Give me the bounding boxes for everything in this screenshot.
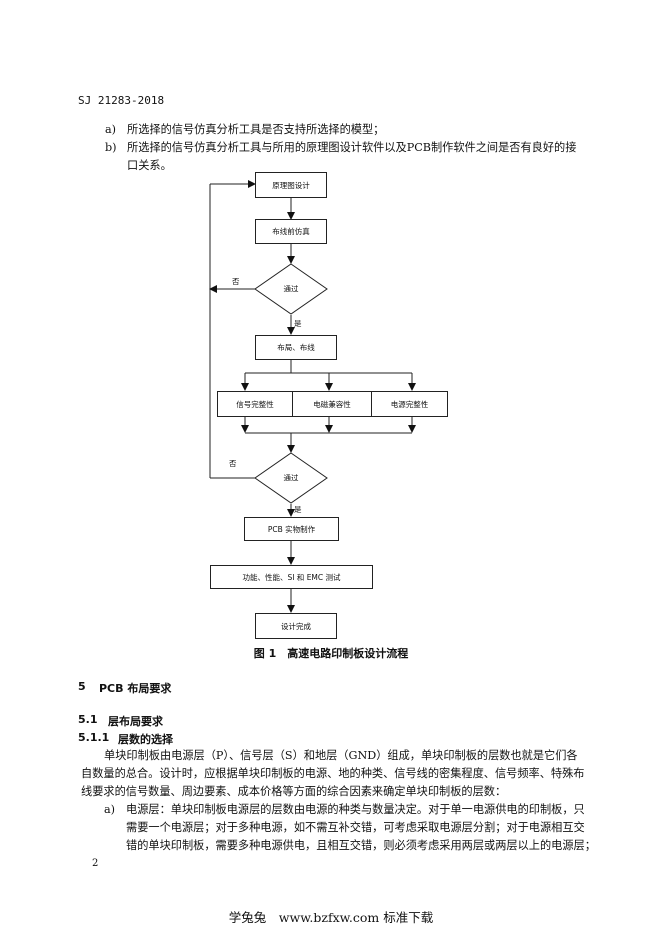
list-item-text: 所选择的信号仿真分析工具是否支持所选择的模型； [127, 123, 385, 136]
paragraph-line: 单块印制板由电源层（P）、信号层（S）和地层（GND）组成，单块印制板的层数也就… [104, 749, 578, 762]
list-marker: b) [105, 141, 117, 154]
subsection-title: 层布局要求 [108, 715, 163, 728]
subsubsection-number: 5.1.1 [78, 731, 110, 744]
edge-label-no: 否 [229, 459, 237, 468]
step-power-integrity: 电源完整性 [371, 391, 448, 417]
step-schematic-design: 原理图设计 [255, 172, 327, 198]
decision-diamond [254, 263, 328, 315]
footer-watermark: 学兔兔 www.bzfxw.com 标准下载 [228, 910, 434, 925]
paragraph-line: 自数量的总合。设计时，应根据单块印制板的电源、地的种类、信号线的密集程度、信号频… [81, 767, 585, 780]
step-pre-layout-simulation: 布线前仿真 [255, 219, 327, 244]
subsection-number: 5.1 [78, 713, 98, 726]
step-signal-integrity: 信号完整性 [217, 391, 293, 417]
decision-pass-2: 通过 [283, 473, 299, 483]
subsubsection-title: 层数的选择 [118, 733, 173, 746]
figure-caption: 图 1 高速电路印制板设计流程 [253, 647, 409, 660]
paragraph-line: 线要求的信号数量、周边要素、成本价格等方面的综合因素来确定单块印制板的层数： [81, 785, 507, 798]
page-number: 2 [92, 858, 99, 869]
list-item-text: 所选择的信号仿真分析工具与所用的原理图设计软件以及PCB制作软件之间是否有良好的… [127, 141, 577, 154]
list-marker: a) [105, 123, 117, 136]
decision-pass-1: 通过 [283, 284, 299, 294]
list-item-text: 电源层：单块印制板电源层的层数由电源的种类与数量决定。对于单一电源供电的印制板，… [126, 803, 585, 816]
section-number: 5 [78, 680, 86, 693]
step-layout-routing: 布局、布线 [255, 335, 337, 360]
decision-diamond [254, 452, 328, 504]
edge-label-no: 否 [232, 277, 240, 286]
step-emc: 电磁兼容性 [292, 391, 372, 417]
edge-label-yes: 是 [294, 505, 302, 514]
step-pcb-fabrication: PCB 实物制作 [244, 517, 339, 541]
edge-label-yes: 是 [294, 319, 302, 328]
list-item-text-continued: 错的单块印制板，需要多种电源供电，且相互交错，则必须考虑采用两层或两层以上的电源… [126, 839, 596, 852]
list-item-text-continued: 口关系。 [127, 159, 172, 172]
list-marker: a) [104, 803, 116, 816]
step-design-complete: 设计完成 [255, 613, 337, 639]
section-title: PCB 布局要求 [99, 682, 172, 695]
document-code: SJ 21283-2018 [78, 94, 165, 107]
step-testing: 功能、性能、SI 和 EMC 测试 [210, 565, 373, 589]
list-item-text-continued: 需要一个电源层；对于多种电源，如不需互补交错，可考虑采取电源层分割；对于电源相互… [126, 821, 585, 834]
